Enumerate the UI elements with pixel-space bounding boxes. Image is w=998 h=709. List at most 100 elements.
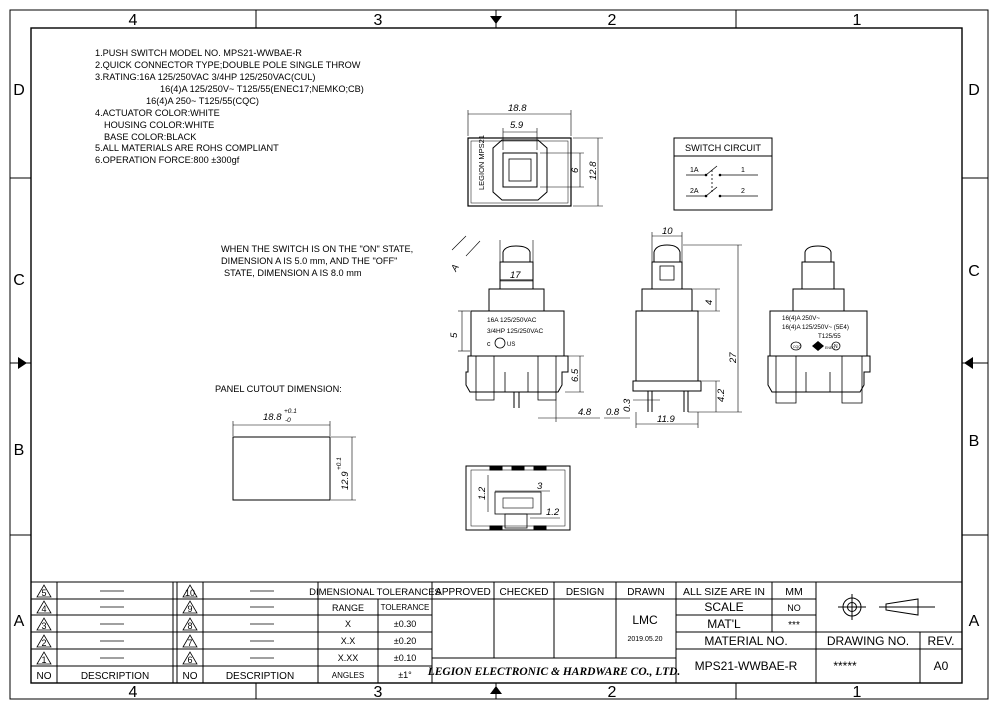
front-dim-a: A bbox=[449, 263, 462, 275]
right-rating-line-2: 16(4)A 125/250V~ (5E4) bbox=[782, 324, 849, 331]
front-cert-us: US bbox=[507, 342, 515, 348]
rev-right-no-header: NO bbox=[183, 671, 198, 682]
front-view bbox=[451, 235, 630, 422]
drawing-info: ALL SIZE ARE IN MM SCALE NO MAT'L *** MA… bbox=[683, 586, 954, 673]
drawing-no: ***** bbox=[833, 659, 857, 673]
center-arrow-top bbox=[490, 16, 502, 24]
rev-right-no-7: 7 bbox=[187, 638, 192, 648]
side-dim-11-9: 11.9 bbox=[657, 414, 676, 425]
drawn-header: DRAWN bbox=[627, 587, 664, 598]
tol-range-xxx: X.XX bbox=[338, 653, 359, 663]
cutout-height-dim: 12.9 bbox=[340, 471, 351, 490]
note-line-6: 4.ACTUATOR COLOR:WHITE bbox=[95, 108, 220, 118]
drawn-date: 2019.05.20 bbox=[627, 636, 662, 643]
cutout-height-tol: +0.1 bbox=[336, 457, 343, 470]
right-rating-line-3: T125/55 bbox=[818, 333, 841, 340]
checked-header: CHECKED bbox=[500, 587, 549, 598]
top-dim-inner: 6 bbox=[570, 167, 581, 173]
tol-value-x: ±0.30 bbox=[394, 619, 416, 629]
rev-label: REV. bbox=[928, 634, 955, 648]
rev-left-no-5: 5 bbox=[41, 588, 46, 598]
rev-left-no-2: 2 bbox=[41, 638, 46, 648]
note-line-4: 16(4)A 125/250V~ T125/55(ENEC17;NEMKO;CB… bbox=[160, 84, 364, 94]
front-dim-4-8: 4.8 bbox=[578, 407, 592, 418]
side-dim-4: 4 bbox=[704, 300, 715, 305]
row-right-a: A bbox=[969, 613, 980, 630]
rev-left-no-4: 4 bbox=[41, 604, 46, 614]
tol-value-xx: ±0.20 bbox=[394, 636, 416, 646]
projection-symbol-icon bbox=[838, 594, 935, 620]
note-line-7: HOUSING COLOR:WHITE bbox=[104, 120, 214, 130]
top-dim-width: 18.8 bbox=[508, 103, 527, 114]
row-right-c: C bbox=[968, 263, 980, 280]
terminal-2a: 2A bbox=[690, 188, 699, 195]
tolerances-title: DIMENSIONAL TOLERANCES bbox=[309, 587, 441, 598]
tolerances-tol-header: TOLERANCE bbox=[381, 603, 430, 612]
row-left-c: C bbox=[13, 272, 25, 289]
zone-top-4: 4 bbox=[129, 12, 138, 29]
top-dim-button: 5.9 bbox=[510, 120, 524, 131]
enec-mark-icon bbox=[812, 341, 824, 351]
company-name: LEGION ELECTRONIC & HARDWARE CO., LTD. bbox=[427, 666, 681, 678]
zone-bottom-1: 1 bbox=[853, 684, 862, 701]
material-no-label: MATERIAL NO. bbox=[704, 634, 787, 648]
note-line-5: 16(4)A 250~ T125/55(CQC) bbox=[146, 96, 259, 106]
bottom-dim-1-2-a: 1.2 bbox=[477, 486, 488, 500]
note-line-1: 1.PUSH SWITCH MODEL NO. MPS21-WWBAE-R bbox=[95, 48, 302, 58]
terminal-1a: 1A bbox=[690, 167, 699, 174]
approvals: APPROVED CHECKED DESIGN DRAWN LMC 2019.0… bbox=[427, 587, 681, 678]
rev-right-no-8: 8 bbox=[187, 621, 192, 631]
row-left-d: D bbox=[13, 82, 25, 99]
side-view bbox=[632, 232, 742, 428]
center-arrow-bottom bbox=[490, 686, 502, 694]
state-note: WHEN THE SWITCH IS ON THE "ON" STATE, DI… bbox=[221, 244, 413, 278]
terminal-2: 2 bbox=[741, 188, 745, 195]
cqc-mark-icon bbox=[790, 341, 802, 351]
panel-cutout-title: PANEL CUTOUT DIMENSION: bbox=[215, 384, 342, 394]
rev-left-no-1: 1 bbox=[41, 655, 46, 665]
tol-value-angles: ±1° bbox=[398, 670, 412, 680]
terminal-1: 1 bbox=[741, 167, 745, 174]
bottom-dim-1-2-b: 1.2 bbox=[546, 507, 560, 518]
center-arrow-right bbox=[964, 357, 973, 369]
front-dim-0-8: 0.8 bbox=[606, 407, 620, 418]
zone-top-3: 3 bbox=[374, 12, 383, 29]
rev-left-no-header: NO bbox=[37, 671, 52, 682]
right-view bbox=[767, 245, 871, 404]
cutout-width-dim: 18.8 bbox=[263, 412, 282, 423]
tol-range-angles: ANGLES bbox=[332, 671, 364, 680]
right-rating-line-1: 16(4)A 250V~ bbox=[782, 315, 820, 322]
size-unit: MM bbox=[785, 586, 803, 598]
tol-range-x: X bbox=[345, 619, 351, 629]
rev-right-no-6: 6 bbox=[187, 655, 192, 665]
rev-value: A0 bbox=[934, 659, 949, 673]
center-arrow-left bbox=[18, 357, 27, 369]
material-label: MAT'L bbox=[707, 617, 741, 631]
zone-bottom-2: 2 bbox=[608, 684, 617, 701]
front-dim-5: 5 bbox=[449, 332, 460, 338]
zone-bottom-4: 4 bbox=[129, 684, 138, 701]
state-note-line-1: WHEN THE SWITCH IS ON THE "ON" STATE, bbox=[221, 244, 413, 254]
bottom-view bbox=[465, 465, 571, 531]
title-block bbox=[30, 581, 963, 684]
side-dim-27: 27 bbox=[728, 352, 739, 364]
row-right-d: D bbox=[968, 82, 980, 99]
ul-mark-icon bbox=[494, 337, 506, 349]
tolerances-table: DIMENSIONAL TOLERANCES RANGE TOLERANCE X… bbox=[309, 587, 441, 680]
rev-right-description-header: DESCRIPTION bbox=[226, 671, 294, 682]
tolerances-range-header: RANGE bbox=[332, 603, 364, 613]
zone-bottom-3: 3 bbox=[374, 684, 383, 701]
cert-mark-enec: ENEC bbox=[825, 346, 835, 350]
front-dim-6-5: 6.5 bbox=[570, 368, 581, 382]
side-dim-10: 10 bbox=[662, 226, 673, 237]
approved-header: APPROVED bbox=[435, 587, 491, 598]
notes-block: 1.PUSH SWITCH MODEL NO. MPS21-WWBAE-R 2.… bbox=[95, 48, 364, 165]
side-dim-4-2: 4.2 bbox=[716, 388, 727, 402]
row-left-b: B bbox=[14, 442, 25, 459]
scale-label: SCALE bbox=[704, 600, 743, 614]
state-note-line-2: DIMENSION A IS 5.0 mm, AND THE "OFF" bbox=[221, 256, 397, 266]
cutout-width-tol-lower: -0 bbox=[285, 417, 291, 424]
material-value: *** bbox=[788, 620, 800, 631]
nemko-mark-icon bbox=[831, 341, 841, 351]
